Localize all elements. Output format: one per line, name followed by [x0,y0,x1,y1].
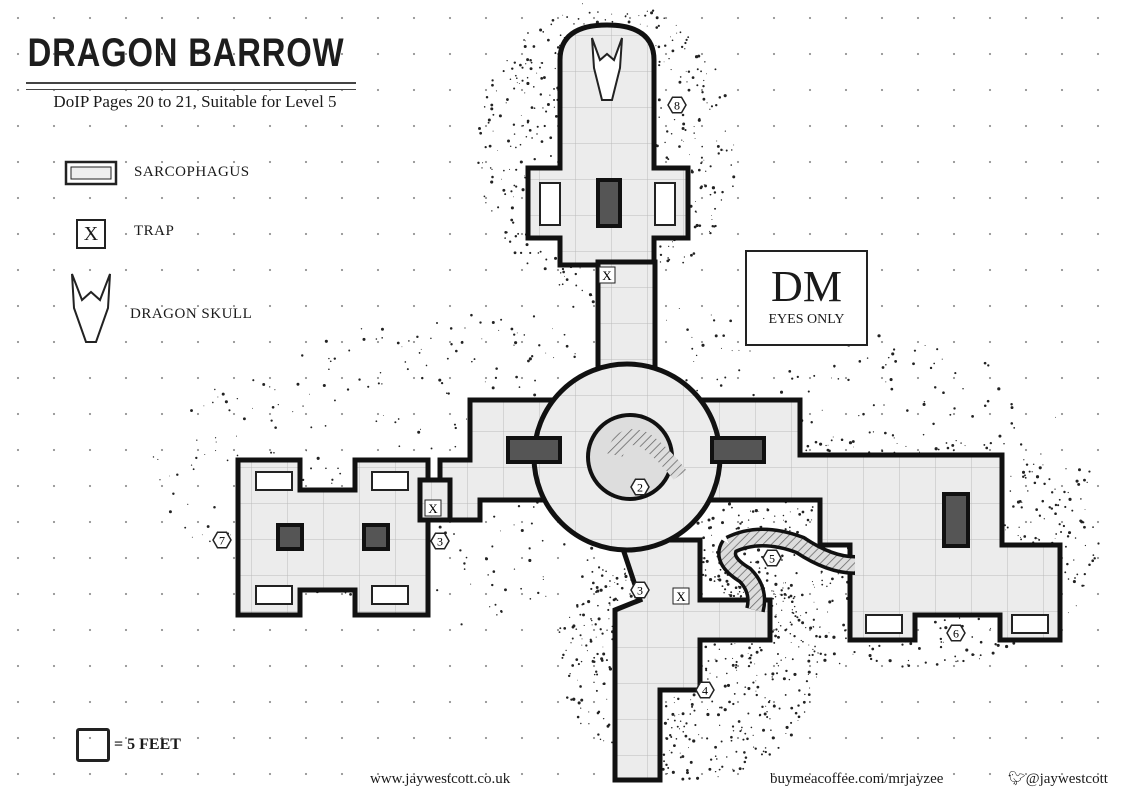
room-number-4: 4 [695,681,715,699]
svg-text:X: X [676,589,686,604]
sarcophagus-icon [64,160,118,186]
svg-text:5: 5 [769,552,775,566]
winding-passage-5 [720,531,856,612]
svg-text:3: 3 [437,535,443,549]
room-number-3: 3 [630,581,650,599]
trap-icon: X [76,219,106,249]
coffee-link[interactable]: buymeacoffee.com/mrjayzee [770,771,944,787]
east-hall [687,397,1063,643]
room-number-3: 3 [430,532,450,550]
page-subtitle: DoIP Pages 20 to 21, Suitable for Level … [53,92,337,111]
svg-text:8: 8 [674,99,680,113]
dragon-skull-map-icon [591,37,623,101]
room-7-west-chamber [235,457,431,618]
page-title: DRAGON BARROW [27,31,345,75]
room-number-2: 2 [630,478,650,496]
trap-marker: X [424,499,442,517]
svg-text:4: 4 [702,684,708,698]
twitter-handle-text: @jaywestcott [1025,771,1108,787]
legend-label-sarcophagus: SARCOPHAGUS [134,164,250,180]
legend-label-dragon-skull: DRAGON SKULL [130,306,253,322]
legend-label-trap: TRAP [134,223,175,239]
svg-text:X: X [428,501,438,516]
dungeon-rooms [235,22,1063,783]
room-number-8: 8 [667,96,687,114]
website-link[interactable]: www.jaywestcott.co.uk [370,771,511,787]
grid-square-icon [76,728,110,762]
dm-badge-title: DM [771,262,842,311]
dm-eyes-only-badge: DM EYES ONLY [745,250,868,346]
scale-legend: = 5 FEET [76,728,181,762]
svg-text:X: X [602,268,612,283]
room-number-7: 7 [212,531,232,549]
pillars [276,178,970,551]
twitter-handle[interactable]: 🐦︎@jaywestcott [1008,771,1108,788]
svg-text:3: 3 [637,584,643,598]
svg-text:2: 2 [637,481,643,495]
trap-marker: X [672,587,690,605]
dm-badge-subtitle: EYES ONLY [768,312,845,327]
title-divider [26,82,356,90]
sarcophagi [255,182,1049,634]
room-number-5: 5 [762,549,782,567]
svg-text:6: 6 [953,627,959,641]
scale-label: = 5 FEET [114,736,181,753]
spiral-stairs [607,429,687,480]
trap-marker: X [598,266,616,284]
svg-text:7: 7 [219,534,225,548]
dragon-skull-icon [71,273,111,343]
twitter-bird-icon: 🐦︎ [1008,772,1026,787]
room-number-6: 6 [946,624,966,642]
